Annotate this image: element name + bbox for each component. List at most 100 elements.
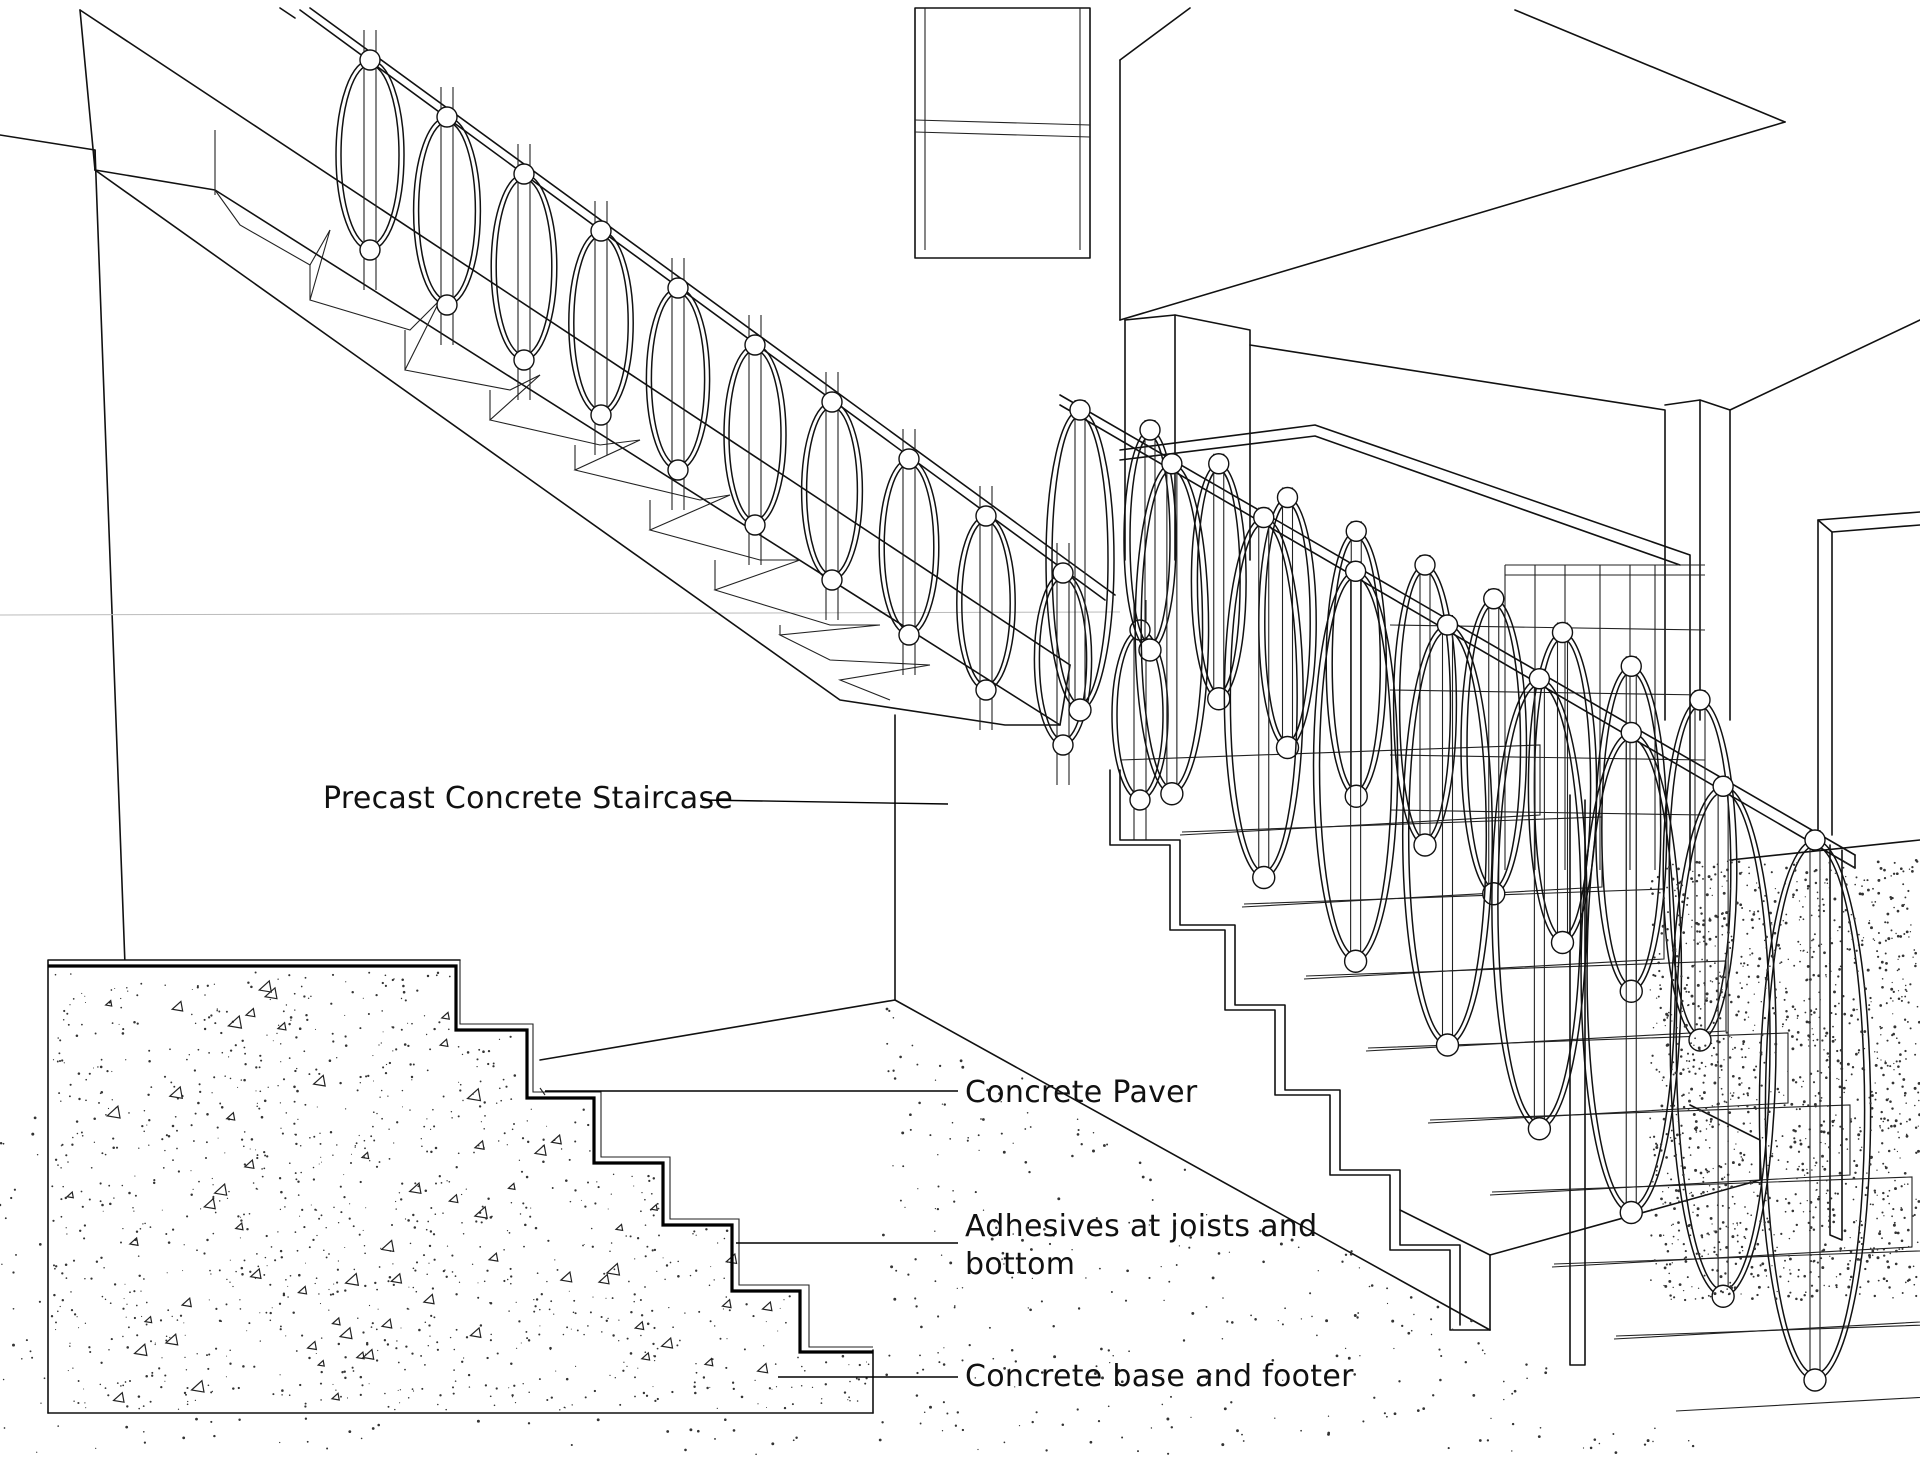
baluster-ball [821, 569, 843, 591]
aggregate-mark [104, 999, 113, 1007]
aggregate-mark [447, 1193, 459, 1204]
aggregate-mark [408, 1181, 422, 1195]
aggregate-mark [660, 1336, 674, 1349]
baluster-ball [1138, 638, 1162, 662]
baluster-ball [975, 679, 997, 701]
aggregate-mark [649, 1203, 658, 1211]
baluster-ring-inner [961, 520, 1011, 686]
aggregate-mark [473, 1139, 485, 1150]
aggregate-mark [128, 1236, 139, 1247]
baluster-ball [1345, 520, 1367, 542]
baluster-ball [975, 505, 997, 527]
aggregate-mark [234, 1221, 244, 1231]
baluster-ring-inner [1051, 415, 1109, 705]
baluster-ball [1619, 979, 1643, 1003]
aggregate-mark [355, 1350, 365, 1360]
baluster-ball [359, 239, 381, 261]
upper-stair-flight [79, 7, 1116, 726]
leader-staircase [701, 799, 949, 805]
annotation-adhesives: Adhesives at joists and bottom [736, 1209, 1317, 1282]
aggregate-mark [756, 1362, 769, 1374]
baluster-ring-inner [495, 178, 553, 356]
aggregate-mark [112, 1391, 125, 1403]
aggregate-mark [249, 1267, 262, 1280]
aggregate-mark [257, 979, 273, 993]
baluster-ring [490, 173, 558, 361]
baluster-ball [1620, 655, 1642, 677]
baluster-ring [1595, 665, 1668, 992]
baluster-ring-inner [1601, 671, 1662, 986]
baluster-ball [436, 106, 458, 128]
stair-tread [1553, 1250, 1920, 1340]
baluster-ball [1482, 882, 1506, 906]
aggregate-mark [225, 1111, 236, 1121]
baluster-ball [1252, 865, 1276, 890]
aggregate-mark [180, 1297, 192, 1308]
aggregate-mark [360, 1151, 370, 1160]
baluster-ball [1528, 668, 1551, 690]
aggregate-mark [338, 1326, 353, 1340]
baluster-ball [1275, 735, 1300, 760]
baluster-ball [1527, 1117, 1552, 1141]
aggregate-mark [276, 1021, 287, 1031]
baluster-ring-inner [650, 292, 706, 466]
section-detail [47, 959, 874, 1414]
baluster-ball [1052, 734, 1074, 756]
baluster-ball [1550, 930, 1575, 955]
aggregate-mark [469, 1326, 482, 1339]
baluster-ball [1483, 588, 1505, 610]
baluster-ring [1312, 570, 1399, 962]
aggregate-mark [721, 1298, 732, 1309]
aggregate-mark [105, 1105, 121, 1119]
aggregate-mark [226, 1014, 243, 1029]
baluster-ring [1669, 785, 1777, 1297]
baluster-ball [898, 624, 920, 646]
aggregate-mark [487, 1251, 499, 1262]
baluster-ball [744, 514, 766, 536]
label-precast-staircase: Precast Concrete Staircase [323, 781, 733, 816]
aggregate-mark [633, 1320, 645, 1331]
aggregate-mark [344, 1272, 360, 1286]
aggregate-mark [422, 1293, 435, 1305]
aggregate-mark [389, 1272, 403, 1284]
baluster-ball [590, 404, 612, 426]
baluster-ball [1343, 949, 1368, 973]
baluster-ring [412, 116, 482, 306]
baluster-ball [821, 391, 843, 413]
aggregate-mark [361, 1348, 375, 1360]
baluster-ball [1711, 1284, 1735, 1308]
aggregate-mark [164, 1332, 179, 1346]
aggregate-mark [559, 1270, 573, 1283]
baluster-ball [1413, 833, 1437, 857]
baluster-ring [1258, 496, 1317, 749]
main-railing-balusters [1045, 399, 1872, 1392]
aggregate-mark [143, 1315, 153, 1324]
aggregate-mark [297, 1285, 308, 1295]
baluster-ring [800, 401, 864, 581]
aggregate-mark [761, 1300, 773, 1312]
baluster-ball [1551, 621, 1574, 644]
aggregate-mark [507, 1182, 516, 1191]
baluster-ball [1207, 687, 1231, 711]
baluster-ball [1804, 829, 1826, 851]
baluster-ring [878, 458, 940, 636]
baluster-ball [1435, 1033, 1460, 1057]
baluster-ball [513, 163, 535, 185]
aggregate-mark [306, 1340, 318, 1351]
baluster-ring [1401, 624, 1494, 1046]
baluster-ball [1068, 698, 1092, 722]
aggregate-mark [312, 1074, 326, 1087]
baluster-ring [335, 59, 405, 251]
label-concrete-paver: Concrete Paver [965, 1075, 1198, 1110]
baluster-ring [1045, 409, 1115, 711]
stair-tread [1491, 1176, 1913, 1268]
aggregate-mark [202, 1197, 216, 1210]
baluster-ball [1344, 784, 1368, 808]
label-adhesives-line1: Adhesives at joists and [965, 1209, 1317, 1244]
stair-tread [1119, 744, 1541, 836]
baluster-ball [667, 277, 689, 299]
baluster-ring [1580, 731, 1683, 1214]
baluster-ball [1129, 789, 1151, 811]
aggregate-mark [380, 1317, 393, 1329]
aggregate-mark [473, 1205, 488, 1219]
